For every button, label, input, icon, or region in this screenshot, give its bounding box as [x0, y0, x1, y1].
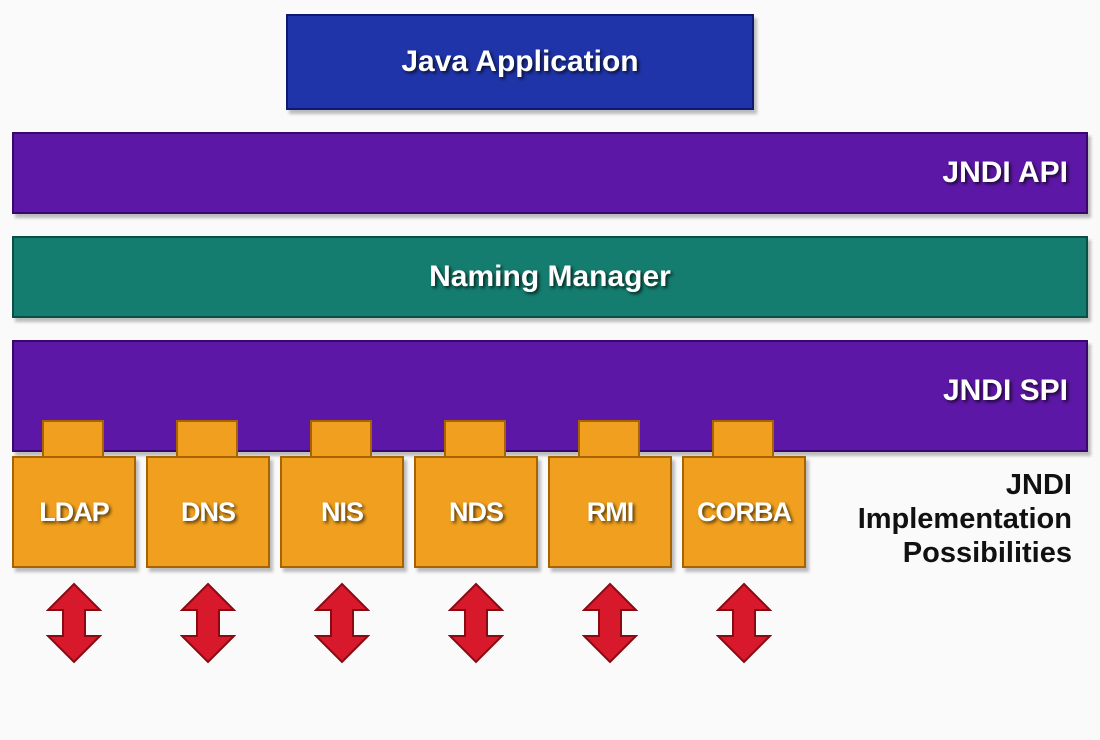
double-arrow-icon	[180, 582, 236, 664]
double-arrow-icon	[314, 582, 370, 664]
provider-box: CORBA	[682, 456, 806, 568]
provider-box: DNS	[146, 456, 270, 568]
java-application-layer: Java Application	[286, 14, 754, 110]
provider-box: NIS	[280, 456, 404, 568]
implementation-possibilities-label: JNDI Implementation Possibilities	[858, 468, 1072, 570]
implementation-title-line-1: JNDI	[1005, 469, 1072, 501]
provider-rmi: RMI	[548, 420, 672, 568]
provider-box: RMI	[548, 456, 672, 568]
double-arrow-icon	[716, 582, 772, 664]
provider-nis: NIS	[280, 420, 404, 568]
provider-label: RMI	[586, 496, 634, 527]
implementation-title-line-2: Implementation	[857, 503, 1072, 535]
double-arrow-icon	[448, 582, 504, 664]
provider-label: DNS	[180, 496, 236, 527]
provider-box: NDS	[414, 456, 538, 568]
naming-manager-layer: Naming Manager	[12, 236, 1088, 318]
naming-manager-label: Naming Manager	[429, 260, 671, 293]
provider-ldap: LDAP	[12, 420, 136, 568]
provider-label: CORBA	[697, 496, 792, 527]
provider-label: NIS	[320, 496, 364, 527]
provider-label: NDS	[448, 496, 504, 527]
provider-corba: CORBA	[682, 420, 806, 568]
implementation-title-line-3: Possibilities	[902, 537, 1072, 569]
provider-box: LDAP	[12, 456, 136, 568]
double-arrow-icon	[46, 582, 102, 664]
jndi-spi-label: JNDI SPI	[942, 374, 1068, 407]
jndi-api-label: JNDI API	[942, 156, 1068, 189]
provider-label: LDAP	[39, 496, 109, 527]
java-application-label: Java Application	[401, 45, 639, 78]
provider-nds: NDS	[414, 420, 538, 568]
jndi-api-layer: JNDI API	[12, 132, 1088, 214]
double-arrow-icon	[582, 582, 638, 664]
provider-dns: DNS	[146, 420, 270, 568]
